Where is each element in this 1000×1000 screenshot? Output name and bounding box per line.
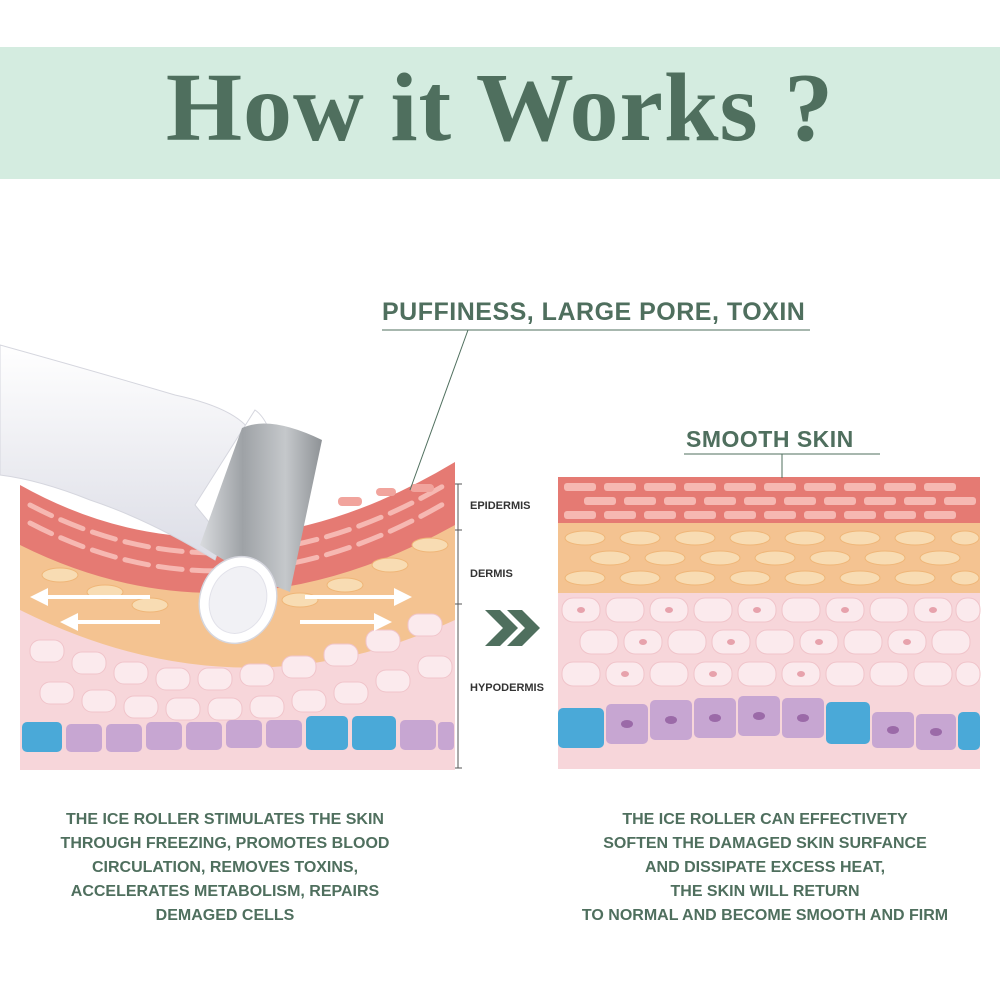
caption-right-line: THE SKIN WILL RETURN xyxy=(670,883,860,900)
caption-right-line: AND DISSIPATE EXCESS HEAT, xyxy=(644,859,886,876)
callout-result: SMOOTH SKIN xyxy=(686,426,854,452)
layer-label-dermis: DERMIS xyxy=(470,568,513,580)
callout-problems: PUFFINESS, LARGE PORE, TOXIN xyxy=(382,298,806,326)
right-skin-diagram xyxy=(558,477,981,769)
caption-left-line: THE ICE ROLLER STIMULATES THE SKIN xyxy=(66,811,384,828)
layer-label-hypodermis: HYPODERMIS xyxy=(470,682,544,694)
header-banner xyxy=(0,47,1000,179)
layer-label-epidermis: EPIDERMIS xyxy=(470,500,531,512)
caption-left-line: DEMAGED CELLS xyxy=(155,907,295,924)
caption-left-line: THROUGH FREEZING, PROMOTES BLOOD xyxy=(60,835,390,852)
ice-roller-icon xyxy=(0,344,322,645)
caption-left-line: CIRCULATION, REMOVES TOXINS, xyxy=(91,859,359,876)
caption-right: THE ICE ROLLER CAN EFFECTIVETY SOFTEN TH… xyxy=(540,808,990,928)
caption-right-line: TO NORMAL AND BECOME SMOOTH AND FIRM xyxy=(581,907,949,924)
caption-left: THE ICE ROLLER STIMULATES THE SKIN THROU… xyxy=(20,808,430,928)
caption-right-line: SOFTEN THE DAMAGED SKIN SURFANCE xyxy=(603,835,927,852)
page-title: How it Works ? xyxy=(165,54,835,162)
caption-right-line: THE ICE ROLLER CAN EFFECTIVETY xyxy=(622,811,908,828)
double-chevron-right-icon xyxy=(485,610,540,646)
caption-left-line: ACCELERATES METABOLISM, REPAIRS xyxy=(70,883,380,900)
motion-arrows xyxy=(30,588,412,631)
layer-bracket xyxy=(455,483,462,769)
